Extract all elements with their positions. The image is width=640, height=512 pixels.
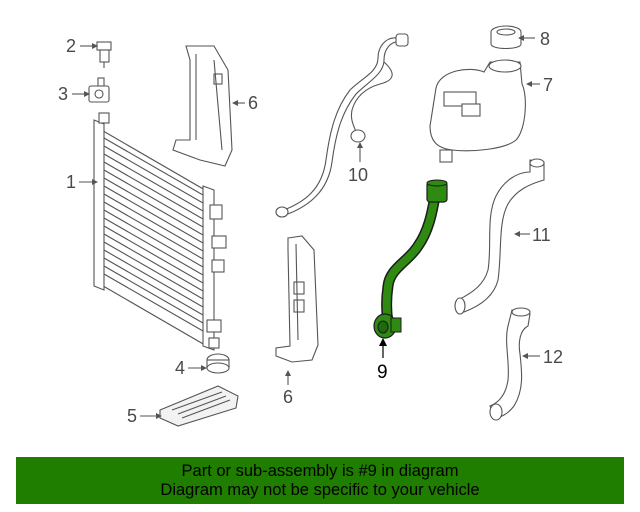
callout-2: 2 [66,36,76,56]
callout-9: 9 [377,362,388,383]
cap-part [490,25,522,50]
callout-4: 4 [175,358,185,378]
upper-hose-part [454,158,545,315]
coolant-hose-part-9 [373,179,448,339]
callout-8: 8 [540,29,550,49]
callout-10: 10 [348,165,368,185]
parts-diagram: 1 2 3 4 5 6 6 7 8 9 10 11 12 [58,25,563,427]
callout-12: 12 [543,347,563,367]
callout-6-upper: 6 [248,93,258,113]
callout-7: 7 [543,75,553,95]
lower-deflector-part [159,385,239,427]
highlight-leader [379,338,387,358]
callout-6-lower: 6 [283,387,293,407]
callout-11: 11 [532,225,551,245]
arrowheads [84,35,532,419]
radiator-part [93,112,227,351]
clip-part [96,41,112,68]
banner-line-1: Part or sub-assembly is #9 in diagram [181,461,459,480]
callout-5: 5 [127,406,137,426]
part-info-banner: Part or sub-assembly is #9 in diagram Di… [16,457,624,504]
lower-mount-part [206,353,230,374]
banner-line-2: Diagram may not be specific to your vehi… [160,480,480,499]
upper-side-deflector-part [172,45,233,167]
expansion-tank-part [429,59,526,163]
callout-1: 1 [66,172,76,192]
upper-mount-part [88,77,110,103]
lower-hose-part [489,307,531,421]
lower-side-deflector-part [275,235,319,363]
vent-hose-part [275,33,409,218]
callout-3: 3 [58,84,68,104]
